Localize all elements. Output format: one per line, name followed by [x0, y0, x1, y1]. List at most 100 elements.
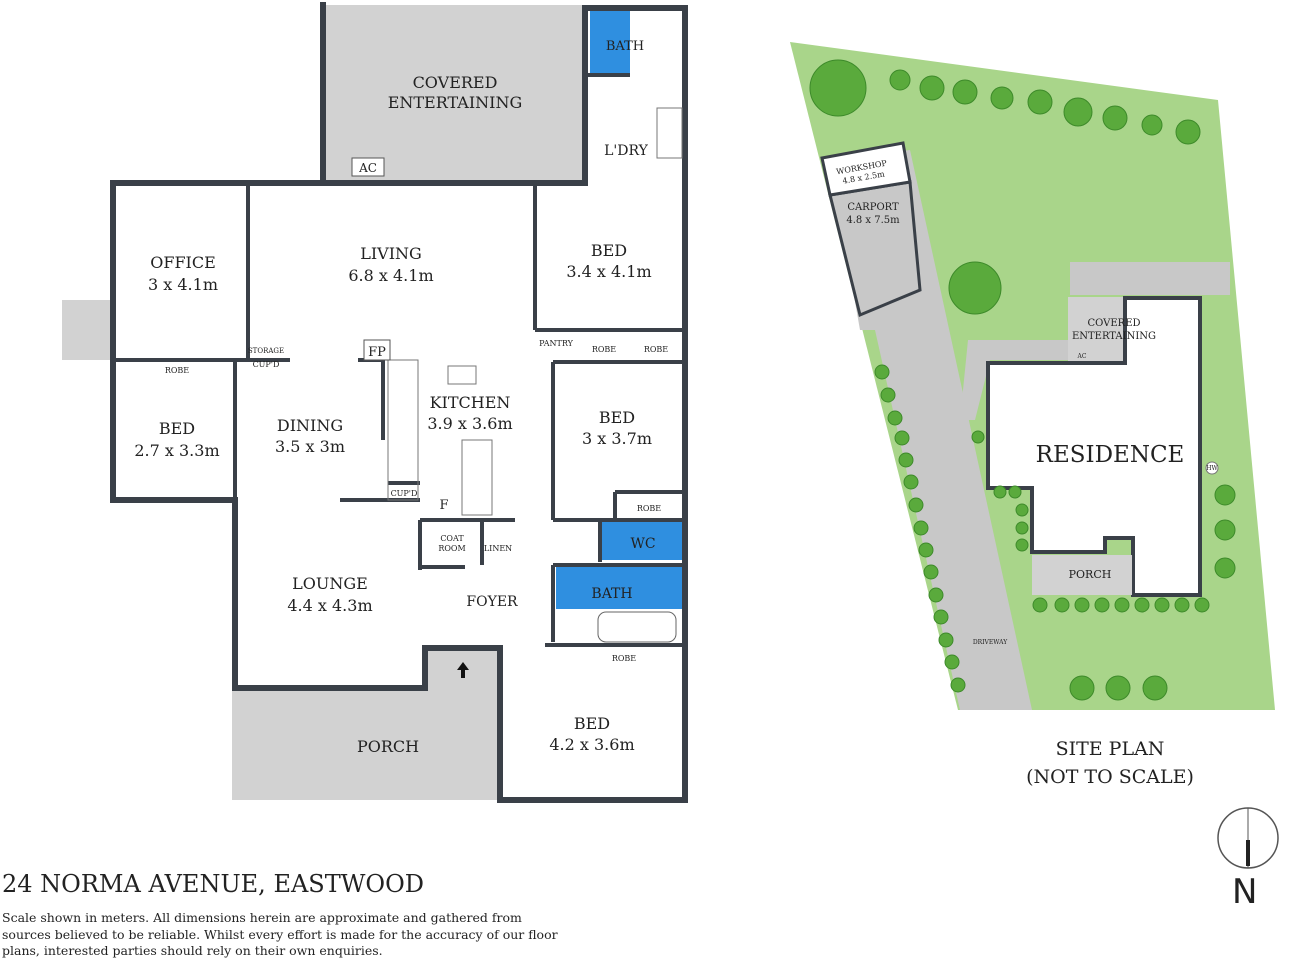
trees: [809, 59, 1236, 701]
tree-icon: [1094, 597, 1110, 613]
label-coat-room-2: ROOM: [438, 544, 465, 553]
tree-icon: [1027, 89, 1053, 115]
tree-icon: [1008, 485, 1022, 499]
label-foyer: FOYER: [466, 594, 518, 610]
site-label-covered-1: COVERED: [1087, 318, 1140, 329]
label-kitchen-size: 3.9 x 3.6m: [427, 414, 512, 433]
tree-icon: [1069, 675, 1095, 701]
site-label-carport-size: 4.8 x 7.5m: [846, 215, 900, 226]
tree-icon: [894, 430, 910, 446]
tree-icon: [919, 75, 945, 101]
tree-icon: [903, 474, 919, 490]
label-robe-5: ROBE: [612, 654, 636, 663]
label-porch: PORCH: [357, 737, 419, 756]
tree-icon: [874, 364, 890, 380]
label-robe-3: ROBE: [165, 366, 189, 375]
tree-icon: [1063, 97, 1093, 127]
bathtub: [597, 611, 677, 643]
tree-icon: [952, 79, 978, 105]
tree-icon: [1214, 484, 1236, 506]
tree-icon: [948, 261, 1002, 315]
interior-walls: [113, 73, 685, 647]
site-plan: WORKSHOP 4.8 x 2.5m CARPORT 4.8 x 7.5m C…: [790, 42, 1275, 710]
kitchen-bench: [387, 359, 419, 501]
label-bed-4: BED: [574, 714, 610, 733]
entry-arrow-icon: [457, 662, 469, 678]
tree-icon: [933, 609, 949, 625]
label-living-size: 6.8 x 4.1m: [348, 266, 433, 285]
kitchen-island: [461, 439, 493, 516]
tree-icon: [1194, 597, 1210, 613]
tree-icon: [993, 485, 1007, 499]
label-robe-1: ROBE: [592, 345, 616, 354]
label-robe-2: ROBE: [644, 345, 668, 354]
bath-top-wet-area: [590, 10, 630, 75]
tree-icon: [908, 497, 924, 513]
tree-icon: [1015, 503, 1029, 517]
tree-icon: [1175, 119, 1201, 145]
label-linen: LINEN: [484, 544, 512, 553]
label-storage: STORAGE: [248, 347, 284, 355]
tree-icon: [887, 410, 903, 426]
site-label-hw: HW: [1206, 465, 1218, 472]
label-covered-entertaining-1: COVERED: [413, 73, 498, 92]
site-plan-title-line2: (NOT TO SCALE): [1026, 766, 1194, 788]
tree-icon: [809, 59, 867, 117]
tree-icon: [1054, 597, 1070, 613]
label-office-size: 3 x 4.1m: [148, 275, 218, 294]
tree-icon: [1174, 597, 1190, 613]
label-dining: DINING: [277, 416, 343, 435]
tree-icon: [990, 86, 1014, 110]
tree-icon: [950, 677, 966, 693]
label-wc: WC: [630, 536, 655, 552]
site-label-ac: AC: [1077, 353, 1087, 360]
kitchen-sink: [447, 365, 477, 385]
label-kitchen: KITCHEN: [430, 393, 511, 412]
tree-icon: [944, 654, 960, 670]
disclaimer-text: Scale shown in meters. All dimensions he…: [2, 910, 558, 958]
tree-icon: [928, 587, 944, 603]
site-label-porch: PORCH: [1069, 568, 1112, 581]
workshop: [820, 141, 912, 197]
label-laundry: L'DRY: [604, 143, 648, 159]
label-covered-entertaining-2: ENTERTAINING: [388, 93, 523, 112]
label-lounge: LOUNGE: [292, 574, 368, 593]
label-robe-4: ROBE: [637, 504, 661, 513]
label-living: LIVING: [360, 244, 422, 263]
tree-icon: [898, 452, 914, 468]
tree-icon: [918, 542, 934, 558]
label-bed-2-size: 2.7 x 3.3m: [134, 441, 219, 460]
tree-icon: [1015, 538, 1029, 552]
label-bed-2: BED: [159, 419, 195, 438]
path-to-covered: [960, 262, 1230, 420]
label-bed-1: BED: [591, 241, 627, 260]
tree-icon: [1214, 519, 1236, 541]
site-label-driveway: DRIVEWAY: [973, 639, 1008, 646]
porch-paving: [232, 690, 498, 800]
site-label-residence: RESIDENCE: [1036, 442, 1185, 468]
label-coat-room-1: COAT: [440, 534, 464, 543]
tree-icon: [1015, 521, 1029, 535]
label-lounge-size: 4.4 x 4.3m: [287, 596, 372, 615]
label-bed-1-size: 3.4 x 4.1m: [566, 262, 651, 281]
tree-icon: [880, 387, 896, 403]
tree-icon: [923, 564, 939, 580]
label-pantry: PANTRY: [539, 339, 574, 348]
site-label-covered-2: ENTERTAINING: [1072, 331, 1156, 342]
tree-icon: [1032, 597, 1048, 613]
label-fp: FP: [368, 345, 386, 360]
label-bath-top: BATH: [606, 39, 644, 54]
tree-icon: [1102, 105, 1128, 131]
tree-icon: [1154, 597, 1170, 613]
tree-icon: [1105, 675, 1131, 701]
tree-icon: [1141, 114, 1163, 136]
site-plan-title-line1: SITE PLAN: [1055, 738, 1165, 760]
tree-icon: [938, 632, 954, 648]
property-address: 24 NORMA AVENUE, EASTWOOD: [2, 870, 425, 898]
bath-wet-area: [556, 567, 682, 609]
label-bed-3: BED: [599, 408, 635, 427]
room-labels: COVERED ENTERTAINING BATH L'DRY AC OFFIC…: [134, 39, 668, 756]
tree-icon: [1142, 675, 1168, 701]
